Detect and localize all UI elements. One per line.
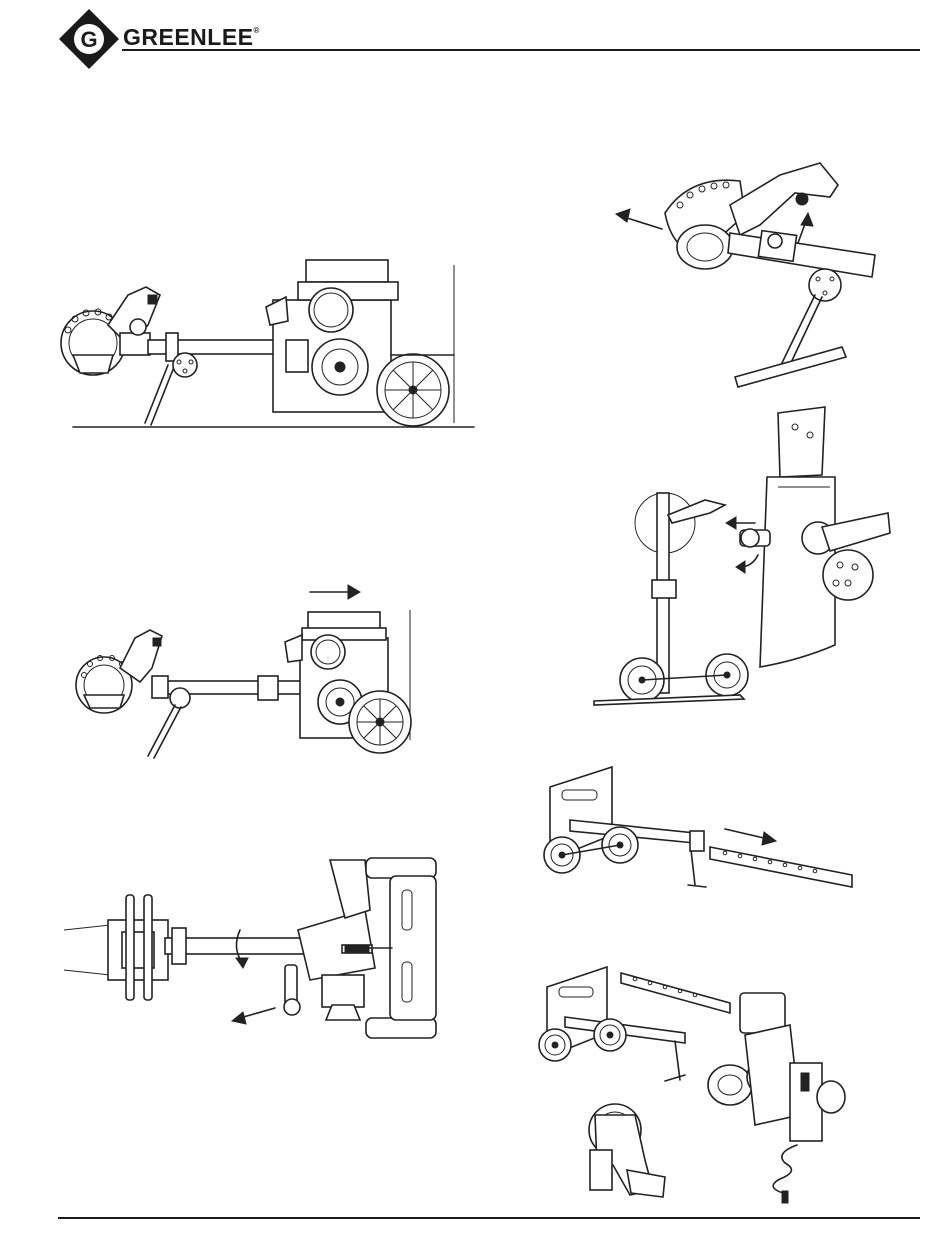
figure-puller-side-view-boom-extended [70,580,420,760]
boom-release-detail-icon [610,155,880,390]
header-rule [122,49,920,51]
figure-hand-truck-lock-detail [590,405,900,710]
page-header: G GREENLEE® [0,0,950,70]
cable-puller-top-icon [60,850,445,1045]
figure-puller-top-view-rotate [60,850,445,1045]
figure-puller-disassembled-components [535,965,870,1205]
footer-rule [58,1217,920,1219]
brand-name: GREENLEE® [123,24,260,51]
logo-letter: G [80,27,97,52]
puller-components-icon [535,965,870,1205]
hand-truck-lock-icon [590,405,900,710]
figure-boom-release-detail [610,155,880,390]
cable-puller-extend-icon [70,580,420,760]
hand-truck-boom-icon [540,765,870,910]
greenlee-logo-icon: G [58,8,120,70]
brand-text: GREENLEE [123,24,254,50]
cable-puller-side-icon [48,255,478,435]
figure-puller-side-view-boom-lowered [48,255,478,435]
trademark-symbol: ® [254,26,260,35]
figure-hand-truck-boom-removal [540,765,870,910]
